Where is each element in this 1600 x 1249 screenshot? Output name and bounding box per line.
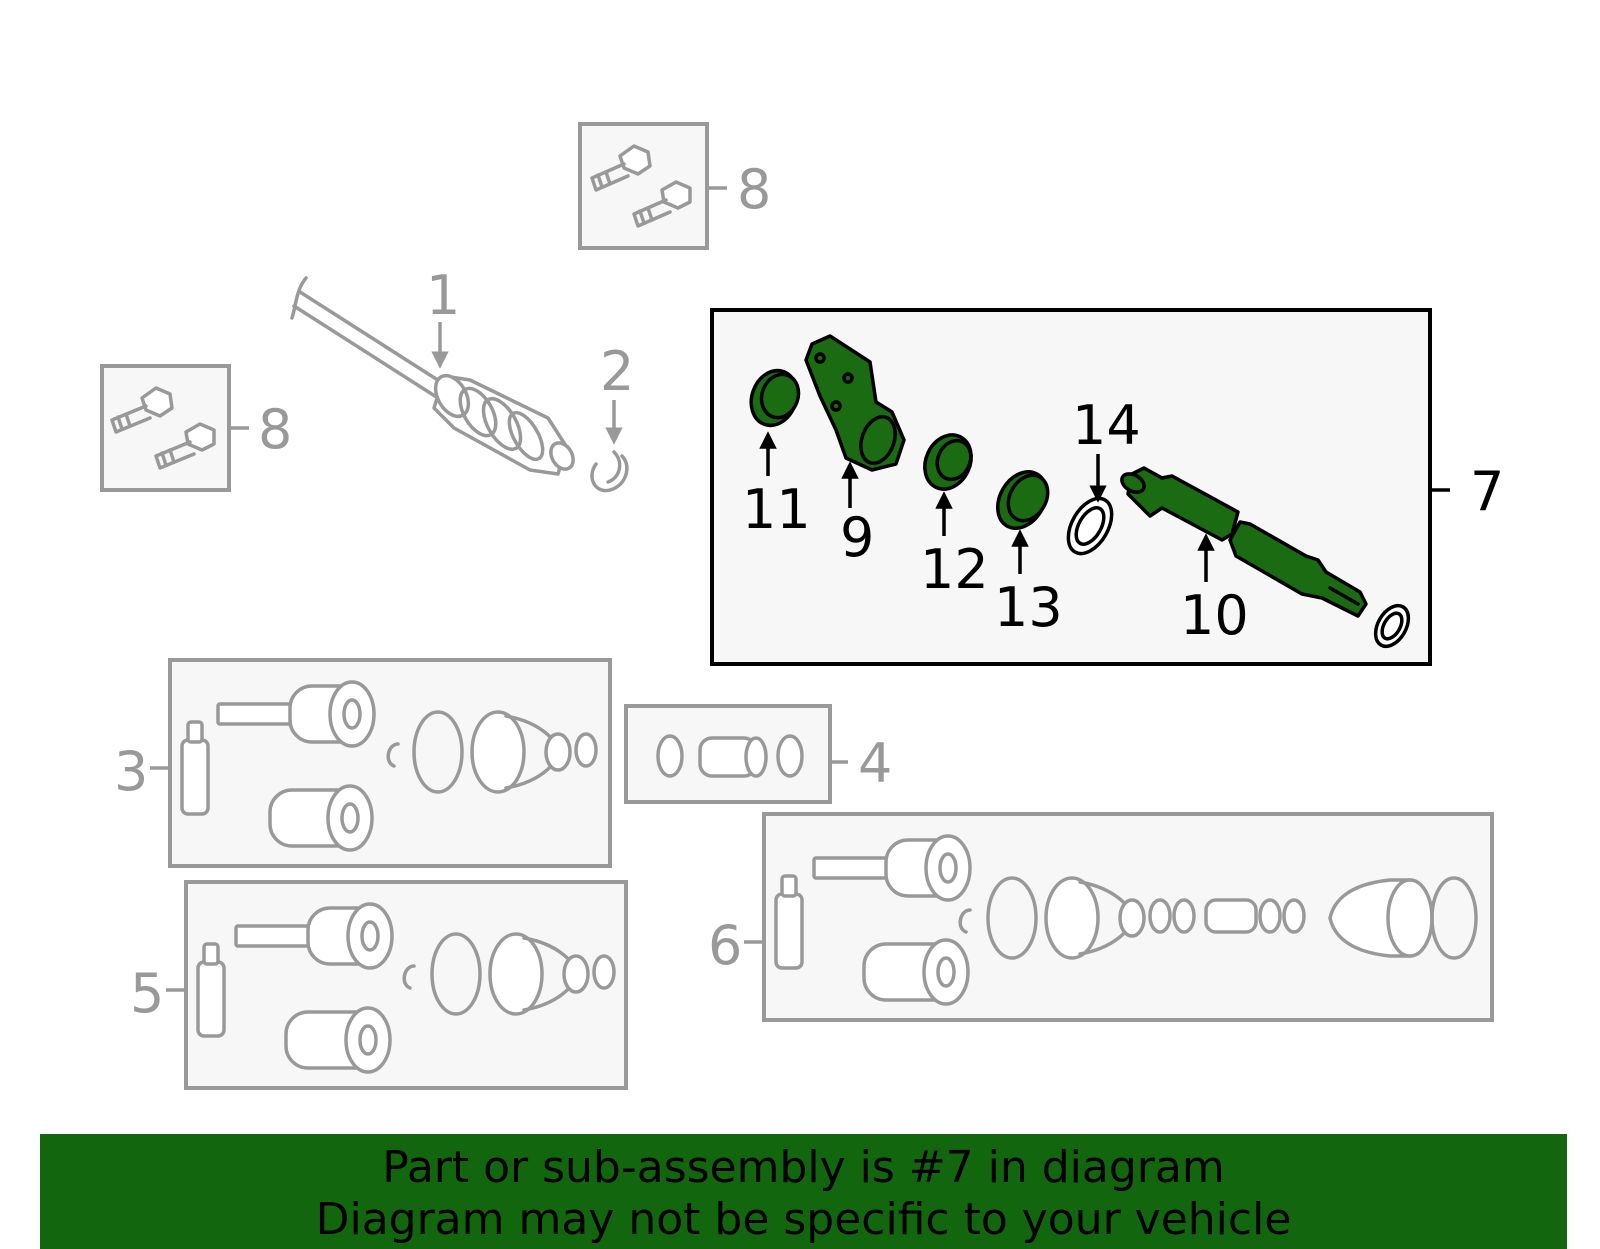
callout-9: 9 — [840, 506, 874, 569]
sub-assembly-7[interactable]: 7 11 9 12 13 — [710, 308, 1504, 666]
callout-7: 7 — [1470, 460, 1504, 523]
callout-14: 14 — [1072, 394, 1141, 457]
info-banner: Part or sub-assembly is #7 in diagram Di… — [40, 1134, 1567, 1249]
seal-11[interactable]: 11 — [742, 364, 811, 541]
joint-kit-6[interactable]: 6 — [708, 812, 1494, 1022]
callout-11: 11 — [742, 478, 811, 541]
callout-2: 2 — [600, 340, 634, 403]
parts-diagram: 8 8 1 2 — [100, 122, 1504, 1090]
callout-4: 4 — [858, 732, 892, 795]
bolt-icon — [110, 386, 174, 434]
bearing-12[interactable]: 12 — [916, 427, 989, 601]
banner-line-2: Diagram may not be specific to your vehi… — [315, 1194, 1292, 1245]
bolt-kit-left[interactable]: 8 — [100, 364, 292, 492]
banner-line-1: Part or sub-assembly is #7 in diagram — [382, 1142, 1225, 1193]
callout-8-top: 8 — [737, 158, 771, 221]
bolt-icon — [632, 180, 692, 228]
callout-1: 1 — [426, 264, 460, 327]
bolt-kit-top[interactable]: 8 — [578, 122, 771, 250]
shaft-10[interactable]: 10 — [1119, 466, 1416, 652]
callout-5: 5 — [130, 962, 164, 1025]
joint-kit-5[interactable]: 5 — [130, 880, 628, 1090]
axle-shaft[interactable]: 1 — [290, 264, 578, 476]
seal-13[interactable]: 13 — [988, 463, 1063, 639]
bolt-icon — [154, 422, 216, 470]
bolt-icon — [590, 144, 652, 192]
callout-13: 13 — [994, 576, 1063, 639]
callout-3: 3 — [114, 740, 148, 803]
boot-kit-4[interactable]: 4 — [624, 704, 892, 804]
ring-14[interactable]: 14 — [1059, 394, 1141, 561]
callout-12: 12 — [920, 538, 989, 601]
joint-kit-3[interactable]: 3 — [114, 658, 612, 868]
callout-10: 10 — [1180, 584, 1249, 647]
bracket-9[interactable]: 9 — [804, 334, 906, 569]
callout-8-left: 8 — [258, 398, 292, 461]
snap-ring[interactable]: 2 — [590, 340, 634, 493]
callout-6: 6 — [708, 914, 742, 977]
